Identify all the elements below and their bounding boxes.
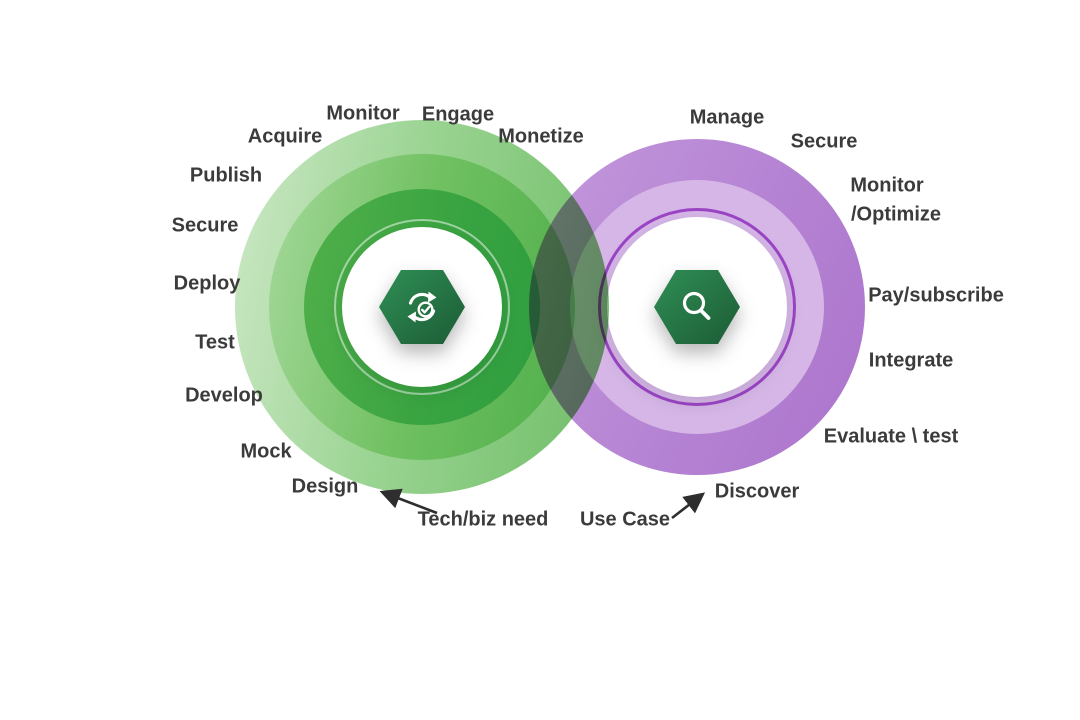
producer-label-publish: Publish (189, 164, 263, 187)
annotation-use-case: Use Case (579, 508, 671, 531)
producer-label-design: Design (291, 475, 359, 498)
consumer-label-secure: Secure (790, 130, 858, 153)
hexagon-badge (654, 270, 740, 344)
consumer-label-integrate: Integrate (868, 349, 954, 372)
producer-label-monetize: Monetize (498, 125, 584, 148)
producer-label-mock: Mock (240, 440, 292, 463)
sync-check-icon (379, 270, 465, 344)
search-icon (654, 270, 740, 344)
producer-label-secure: Secure (171, 214, 239, 237)
annotation-tech-biz-need: Tech/biz need (417, 508, 549, 531)
consumer-thin-ring (598, 208, 796, 406)
producer-label-develop: Develop (185, 384, 263, 407)
hexagon-badge (379, 270, 465, 344)
consumer-label-optimize: /Optimize (850, 203, 942, 226)
use-case-arrow (671, 492, 706, 520)
consumer-label-evaluate-test: Evaluate \ test (823, 425, 959, 448)
producer-label-monitor: Monitor (326, 102, 400, 125)
producer-thin-ring (334, 219, 510, 395)
consumer-label-manage: Manage (689, 106, 765, 129)
consumer-label-monitor: Monitor (850, 174, 924, 197)
producer-label-test: Test (195, 331, 235, 354)
producer-label-engage: Engage (421, 103, 495, 126)
producer-label-acquire: Acquire (247, 125, 323, 148)
consumer-label-discover: Discover (714, 480, 800, 503)
consumer-label-pay-subscribe: Pay/subscribe (868, 284, 1004, 307)
producer-label-deploy: Deploy (173, 272, 241, 295)
